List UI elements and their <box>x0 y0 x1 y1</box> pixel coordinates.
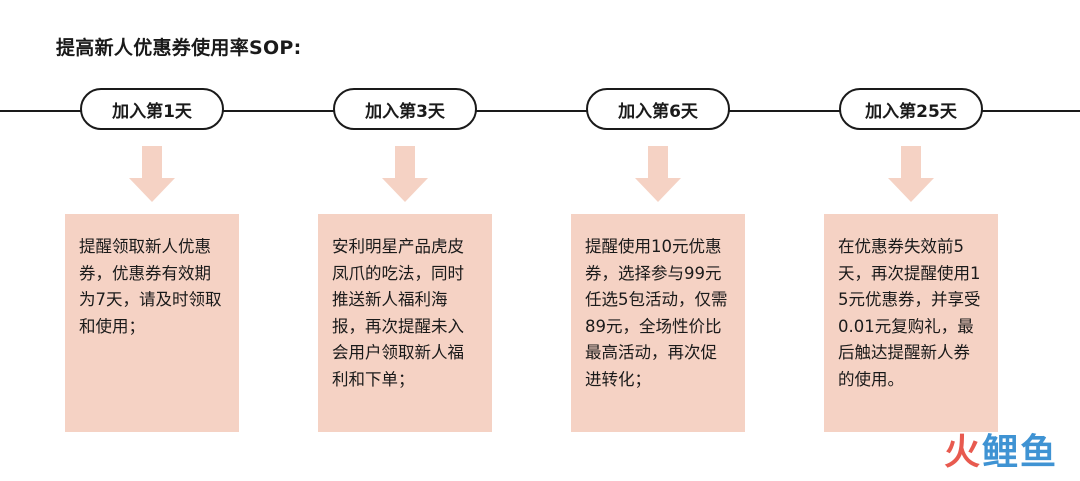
step-label-pill: 加入第3天 <box>333 88 477 130</box>
down-arrow-icon <box>129 146 175 202</box>
step-label-pill: 加入第1天 <box>80 88 224 130</box>
page-title: 提高新人优惠券使用率SOP: <box>56 37 302 59</box>
down-arrow-icon <box>382 146 428 202</box>
watermark-logo: 火鲤鱼 <box>944 423 1058 475</box>
step-day-6: 加入第6天 提醒使用10元优惠券，选择参与99元任选5包活动，仅需89元，全场性… <box>571 88 745 432</box>
watermark-fire-text: 火 <box>943 432 982 473</box>
step-day-1: 加入第1天 提醒领取新人优惠券，优惠券有效期为7天，请及时领取和使用； <box>65 88 239 432</box>
step-label-pill: 加入第6天 <box>586 88 730 130</box>
step-day-3: 加入第3天 安利明星产品虎皮凤爪的吃法，同时推送新人福利海报，再次提醒未入会用户… <box>318 88 492 432</box>
step-description-card: 安利明星产品虎皮凤爪的吃法，同时推送新人福利海报，再次提醒未入会用户领取新人福利… <box>318 214 492 432</box>
step-description-card: 在优惠券失效前5天，再次提醒使用15元优惠券，并享受0.01元复购礼，最后触达提… <box>824 214 998 432</box>
step-label-pill: 加入第25天 <box>839 88 983 130</box>
down-arrow-icon <box>635 146 681 202</box>
timeline-line <box>0 110 1080 112</box>
step-day-25: 加入第25天 在优惠券失效前5天，再次提醒使用15元优惠券，并享受0.01元复购… <box>824 88 998 432</box>
down-arrow-icon <box>888 146 934 202</box>
step-description-card: 提醒领取新人优惠券，优惠券有效期为7天，请及时领取和使用； <box>65 214 239 432</box>
step-description-card: 提醒使用10元优惠券，选择参与99元任选5包活动，仅需89元，全场性价比最高活动… <box>571 214 745 432</box>
watermark-carp-text: 鲤鱼 <box>981 432 1058 473</box>
